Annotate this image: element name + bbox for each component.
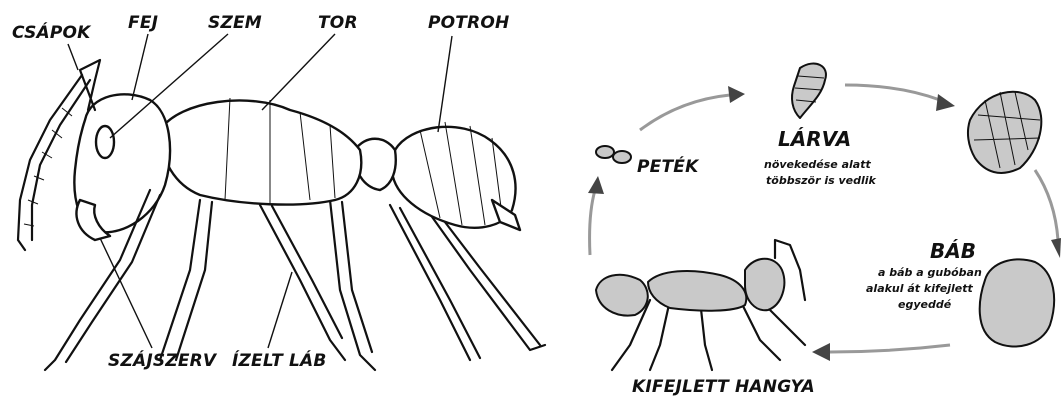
label-abdomen: POTROH <box>428 13 509 33</box>
pupa-desc-line3: egyeddé <box>898 298 952 311</box>
thorax-shape <box>160 100 361 204</box>
pupa-desc-line1: a báb a gubóban <box>878 266 982 279</box>
label-thorax: TOR <box>318 13 358 33</box>
label-mouthparts: SZÁJSZERV <box>108 349 218 371</box>
label-adult-ant: KIFEJLETT HANGYA <box>632 377 815 397</box>
label-pupa: BÁB <box>930 239 976 263</box>
larva-desc-line2: többször is vedlik <box>766 174 877 187</box>
label-eggs: PETÉK <box>637 155 700 177</box>
label-antennae: CSÁPOK <box>12 21 92 43</box>
eye-shape <box>96 126 114 158</box>
larva-desc-line1: növekedése alatt <box>764 158 871 171</box>
pupa-illustration <box>980 259 1054 346</box>
larva-illustration <box>792 64 826 118</box>
label-head: FEJ <box>128 13 158 33</box>
pupa-desc-line2: alakul át kifejlett <box>866 282 973 295</box>
label-eye: SZEM <box>208 13 262 33</box>
eggs-illustration <box>596 146 631 163</box>
adult-ant-illustration <box>596 240 805 370</box>
label-leg: ÍZELT LÁB <box>232 349 327 371</box>
ant-anatomy-illustration <box>18 60 545 370</box>
label-larva: LÁRVA <box>778 127 851 151</box>
large-larva-illustration <box>968 92 1041 173</box>
